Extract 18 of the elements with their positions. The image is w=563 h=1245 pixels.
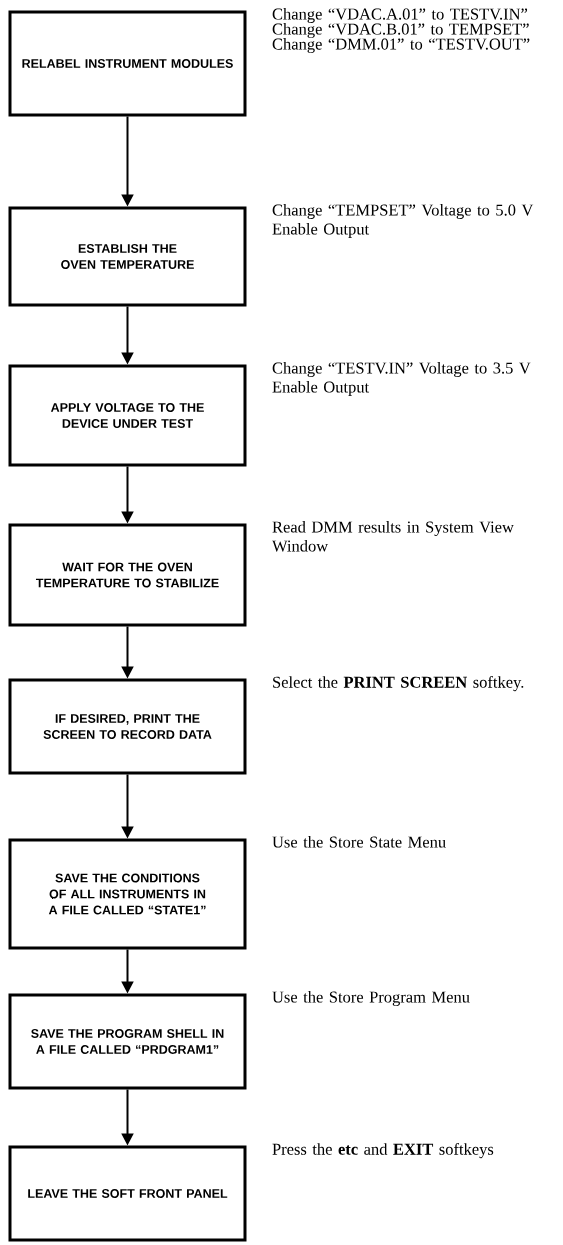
process-box: LEAVE THE SOFT FRONT PANEL xyxy=(8,1145,247,1242)
step-note: Read DMM results in System View Window xyxy=(272,521,514,552)
step-note: Use the Store Program Menu xyxy=(272,991,470,1006)
process-box: SAVE THE CONDITIONS OF ALL INSTRUMENTS IN A FILE CALLED “STATE1” xyxy=(8,838,247,950)
step-note: Change “DMM.01” to “TESTV.OUT” xyxy=(272,38,530,54)
process-box: WAIT FOR THE OVEN TEMPERATURE TO STABILIZE xyxy=(8,523,247,627)
process-box: IF DESIRED, PRINT THE SCREEN TO RECORD DATA xyxy=(8,678,247,775)
process-box: RELABEL INSTRUMENT MODULES xyxy=(8,10,247,117)
process-box: SAVE THE PROGRAM SHELL IN A FILE CALLED “PRDGRAM1” xyxy=(8,993,247,1090)
step-note: Select the PRINT SCREEN softkey. xyxy=(273,676,524,692)
step-note: Change “VDAC.A.01” to TESTV.IN” xyxy=(272,8,528,23)
process-box: ESTABLISH THE OVEN TEMPERATURE xyxy=(8,206,247,307)
process-box: APPLY VOLTAGE TO THE DEVICE UNDER TEST xyxy=(8,364,247,467)
step-note: Change “TESTV.IN” Voltage to 3.5 V Enable Output xyxy=(272,362,531,396)
step-note: Use the Store State Menu xyxy=(272,836,446,848)
step-note: Change “TEMPSET” Voltage to 5.0 V Enable Output xyxy=(272,204,534,238)
step-note: Press the etc and EXIT softkeys xyxy=(272,1143,494,1159)
step-note: Change “VDAC.B.01” to TEMPSET” xyxy=(272,23,529,38)
